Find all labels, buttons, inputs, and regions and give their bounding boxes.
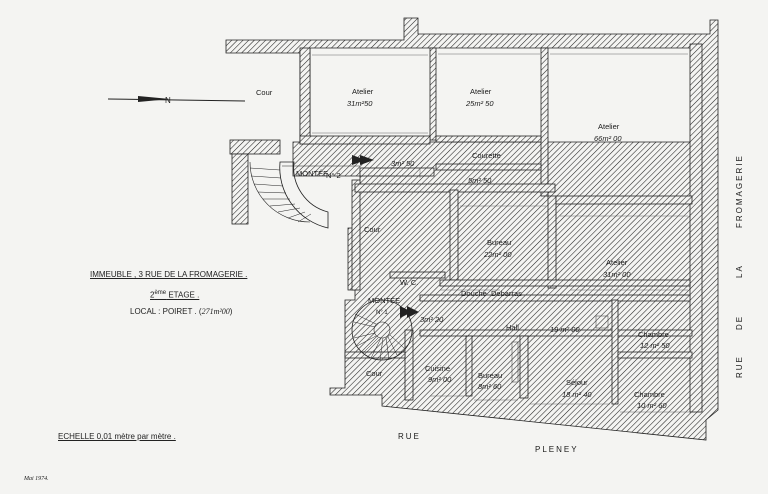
stair-1-number: N° 1 [376, 310, 388, 316]
room-courette-area: 5m² 50 [468, 176, 492, 185]
street-fromagerie-word-4: FROMAGERIE [735, 154, 744, 228]
street-pleney-word-2: PLENEY [535, 445, 579, 454]
room-sejour-area: 18 m² 40 [562, 390, 592, 399]
room-hall-name: Hall [506, 323, 519, 332]
room-labels: Cour Atelier 31m²50 Atelier 25m² 50 Atel… [256, 87, 670, 410]
room-douche: Douche [461, 289, 487, 298]
room-cuisine-name: Cuisine [425, 364, 450, 373]
legend-local-suffix: ) [229, 307, 233, 316]
street-fromagerie-word-2: DE [735, 315, 744, 330]
fixtures [511, 315, 609, 383]
room-atelier-4-area: 31m² 00 [603, 270, 631, 279]
room-hall-area: 19 m² 00 [550, 325, 580, 334]
stair-2-number: N° 2 [326, 171, 341, 180]
room-bureau-2-name: Bureau [478, 371, 502, 380]
room-debarras: Debarras [491, 289, 522, 298]
room-bureau-1-area: 22m² 00 [483, 250, 512, 259]
room-cour-bottom: Cour [366, 369, 383, 378]
room-atelier-2-area: 25m² 50 [465, 99, 494, 108]
room-bureau-2-area: 8m² 60 [478, 382, 502, 391]
entrance-arrow-2 [352, 155, 374, 165]
stair-2-name: MONTÉE [296, 169, 328, 178]
room-chambre-1-area: 12 m² 50 [640, 341, 670, 350]
legend-local-prefix: LOCAL : POIRET . ( [130, 307, 202, 316]
room-chambre-1-name: Chambre [638, 330, 669, 339]
room-atelier-4-name: Atelier [606, 258, 628, 267]
room-atelier-1-name: Atelier [352, 87, 374, 96]
legend-local: LOCAL : POIRET . (271m²00) [130, 307, 232, 316]
room-cour-mid: Cour [364, 225, 381, 234]
street-fromagerie-word-1: RUE [735, 355, 744, 378]
room-chambre-2-area: 10 m² 60 [637, 401, 667, 410]
room-wc: W. C. [400, 278, 418, 287]
north-label: N [165, 96, 171, 105]
room-courette-name: Courette [472, 151, 501, 160]
room-atelier-3-name: Atelier [598, 122, 620, 131]
street-fromagerie-word-3: LA [735, 264, 744, 278]
walls [225, 17, 719, 441]
stair-1-name: MONTÉE [368, 296, 400, 305]
room-bureau-1-name: Bureau [487, 238, 511, 247]
room-entry-area: 3m² 20 [420, 315, 444, 324]
room-sejour-name: Séjour [566, 378, 588, 387]
room-palier-area: 3m² 50 [391, 159, 415, 168]
legend-floor-number: 2 [150, 290, 155, 300]
signature-date: Mai 1974. [24, 476, 49, 482]
dimension-lines [312, 53, 690, 413]
legend-floor-sup: ème [154, 290, 167, 296]
room-chambre-2-name: Chambre [634, 390, 665, 399]
room-atelier-1-area: 31m²50 [347, 99, 373, 108]
legend-scale: ECHELLE 0,01 mètre par mètre . [58, 432, 176, 441]
legend-building: IMMEUBLE , 3 RUE DE LA FROMAGERIE . [90, 270, 248, 279]
street-pleney-word-1: RUE [398, 432, 421, 441]
room-cour-top: Cour [256, 88, 273, 97]
staircase-2 [249, 161, 360, 229]
street-pleney: RUE PLENEY [398, 432, 579, 454]
north-arrow: N [107, 96, 246, 105]
legend-local-area: 271m²00 [201, 307, 230, 316]
legend-floor-suffix: ETAGE . [166, 290, 200, 300]
room-atelier-2-name: Atelier [470, 87, 492, 96]
room-cuisine-area: 9m² 00 [428, 375, 452, 384]
room-atelier-3-area: 66m² 00 [594, 134, 622, 143]
legend-floor: 2ème ETAGE . [150, 290, 199, 300]
entrance-arrow-1 [400, 306, 419, 318]
street-fromagerie: RUE DE LA FROMAGERIE [735, 154, 744, 378]
staircase-1 [351, 299, 413, 361]
